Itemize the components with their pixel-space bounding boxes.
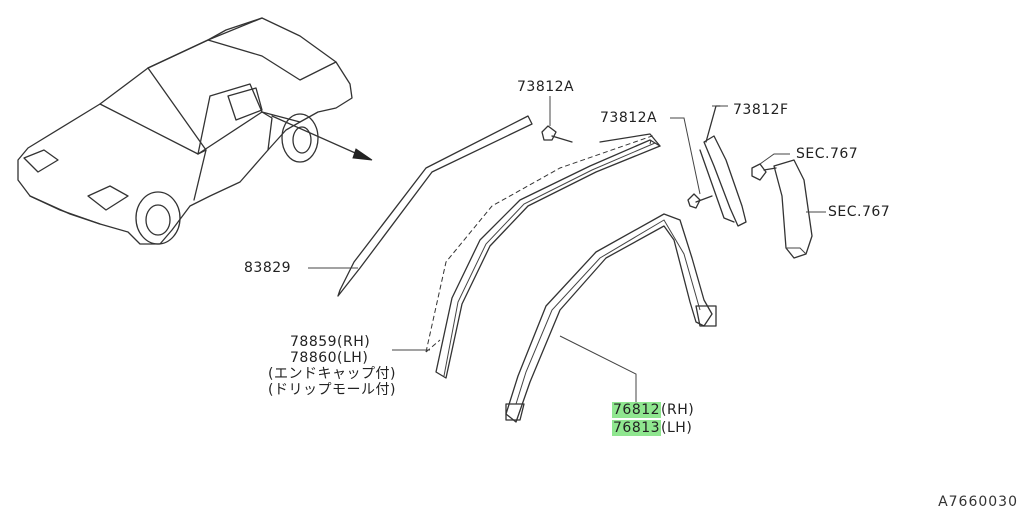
label-73812a-top: 73812A [517, 79, 575, 95]
label-73812f: 73812F [733, 102, 789, 118]
label-83829: 83829 [244, 260, 292, 276]
label-note-drip: (ドリップモール付) [268, 382, 396, 398]
label-sec767-a: SEC.767 [796, 146, 859, 162]
highlight-76812: 76812 [612, 402, 662, 418]
label-note-endcap: (エンドキャップ付) [268, 366, 396, 382]
label-73812a-mid: 73812A [600, 110, 658, 126]
part-78859-molding [392, 133, 661, 379]
part-76812-frame [505, 213, 717, 423]
part-73812a-screw-top [541, 96, 573, 143]
label-76813-suffix: (LH) [661, 420, 693, 436]
label-78859: 78859(RH) [290, 334, 371, 350]
car-illustration [17, 17, 353, 245]
part-sec767 [751, 153, 826, 259]
label-76813: 76813(LH) [612, 420, 692, 437]
highlight-76813: 76813 [612, 420, 662, 436]
label-sec767-b: SEC.767 [828, 204, 891, 220]
figure-id: A7660030 [938, 494, 1018, 510]
part-73812a-screw-mid [670, 117, 713, 209]
label-76812-suffix: (RH) [661, 402, 695, 418]
pointer-arrow [271, 115, 373, 161]
label-76812: 76812(RH) [612, 402, 694, 419]
part-73812f-seal [699, 105, 747, 227]
label-78860: 78860(LH) [290, 350, 369, 366]
part-83829-strip [308, 115, 533, 297]
